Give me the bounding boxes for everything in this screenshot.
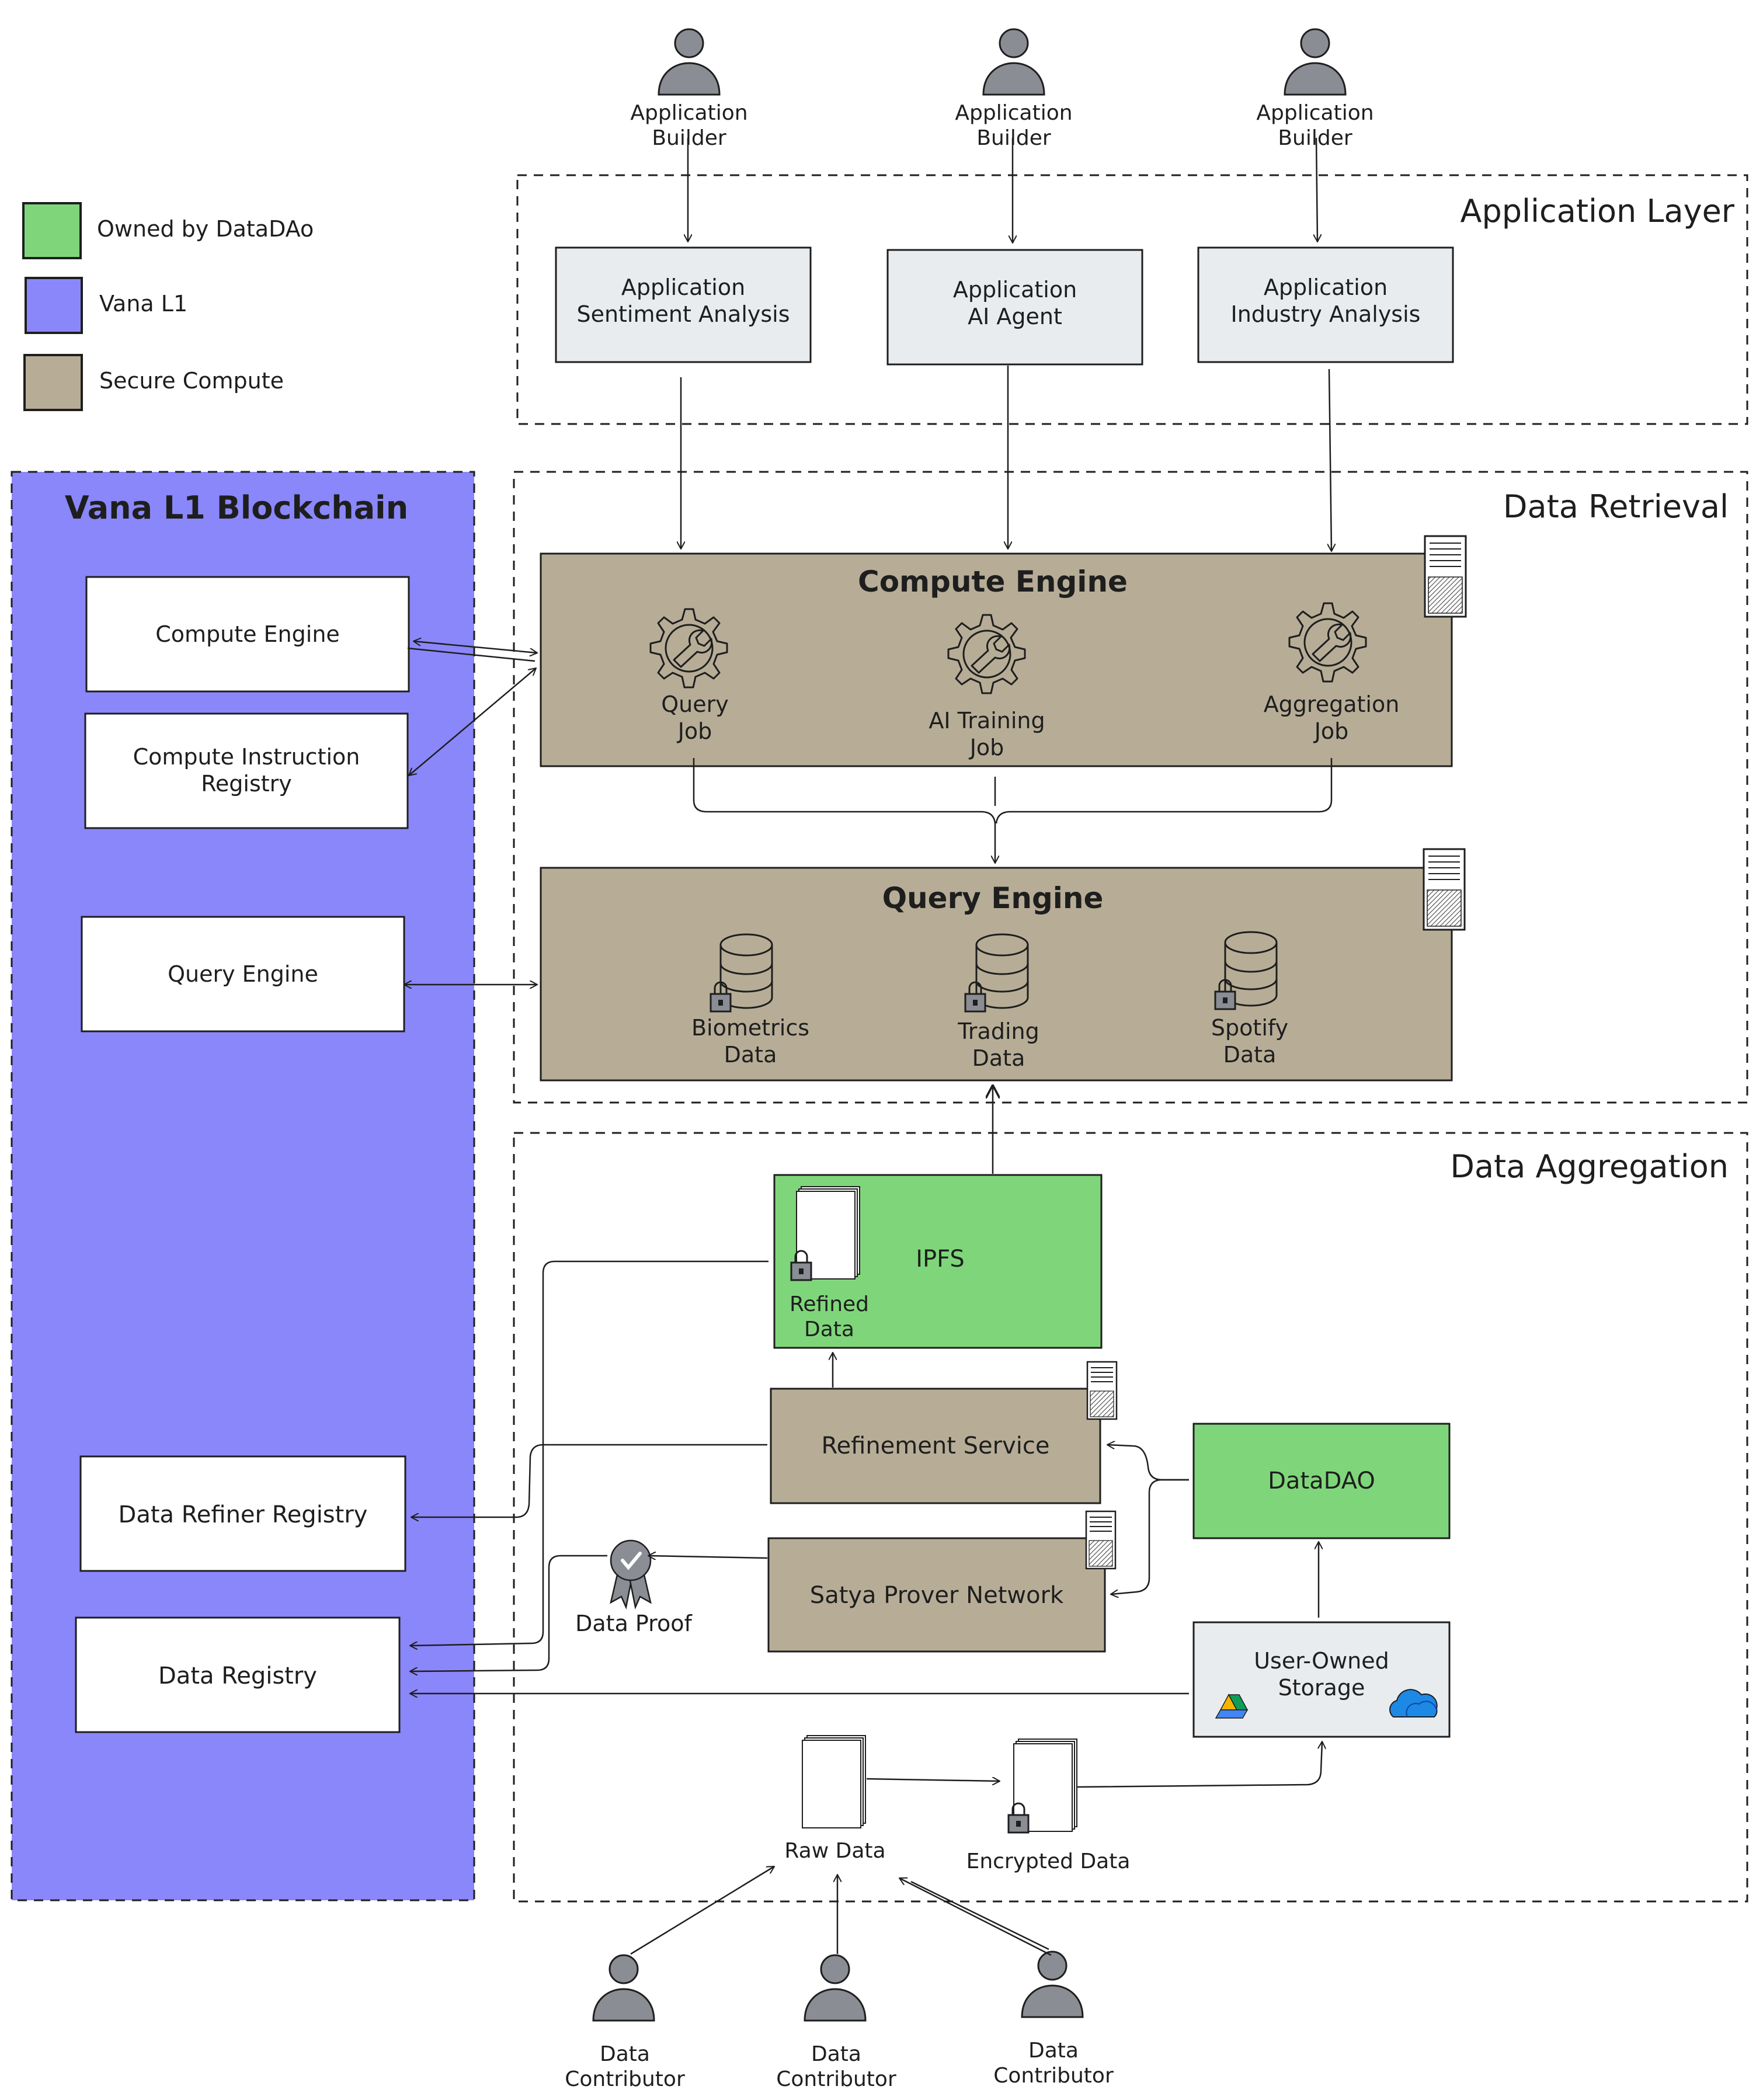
app-ai-agent-label: Application AI Agent (952, 277, 1077, 329)
datadao-label: DataDAO (1268, 1468, 1375, 1494)
contributor-label: Data Contributor (565, 2042, 685, 2092)
builder-label: Application Builder (630, 101, 748, 151)
contributor-label: Data Contributor (993, 2039, 1114, 2088)
application-builder-icon (1284, 28, 1347, 96)
application-layer-container (516, 174, 1748, 425)
ipfs-label: IPFS (916, 1246, 965, 1272)
satya-prover-network-box (767, 1537, 1106, 1653)
vana-data-registry-box (75, 1616, 401, 1733)
server-icon (1424, 535, 1467, 618)
data-aggregation-title: Data Aggregation (1450, 1148, 1729, 1185)
application-layer-title: Application Layer (1460, 193, 1734, 230)
vana-compute-engine-box (85, 576, 410, 693)
contributor-label: Data Contributor (776, 2042, 896, 2092)
data-contributor-icon (804, 1954, 867, 2022)
legend-swatch-secure (23, 354, 83, 411)
app-sentiment-box (555, 246, 812, 363)
refined-data-label: Refined Data (789, 1292, 870, 1342)
builder-label: Application Builder (955, 101, 1073, 151)
app-ai-agent-box (886, 249, 1143, 366)
encrypted-data-label: Encrypted Data (966, 1849, 1131, 1873)
application-builder-icon (658, 28, 721, 96)
legend-swatch-owned (22, 202, 82, 259)
data-contributor-icon (592, 1954, 655, 2022)
vana-data-refiner-registry-label: Data Refiner Registry (118, 1501, 368, 1528)
data-proof-badge-icon (610, 1539, 652, 1610)
app-industry-label: Application Industry Analysis (1230, 274, 1421, 327)
dataset-label: Trading Data (958, 1018, 1039, 1071)
job-label: Aggregation Job (1263, 691, 1400, 744)
server-icon (1086, 1361, 1118, 1420)
legend-label-secure: Secure Compute (99, 368, 284, 394)
job-label: Query Job (661, 691, 729, 744)
app-industry-box (1197, 246, 1454, 363)
job-label: AI Training Job (929, 708, 1045, 760)
vana-query-engine-label: Query Engine (168, 961, 318, 987)
legend-swatch-vana (25, 277, 83, 334)
server-icon (1423, 848, 1466, 931)
dataset-label: Spotify Data (1211, 1015, 1289, 1068)
query-engine-title: Query Engine (882, 881, 1104, 915)
legend-label-vana: Vana L1 (99, 291, 188, 317)
data-retrieval-title: Data Retrieval (1503, 488, 1729, 525)
refinement-service-box (770, 1388, 1101, 1504)
vana-query-engine-box (81, 916, 405, 1032)
data-proof-label: Data Proof (575, 1611, 692, 1636)
vana-compute-instruction-registry-label: Compute Instruction Registry (133, 744, 360, 797)
vana-data-refiner-registry-box (79, 1455, 406, 1572)
compute-engine-box (540, 552, 1453, 767)
vana-data-registry-label: Data Registry (158, 1663, 317, 1689)
connectors (404, 137, 1331, 1956)
vana-compute-instruction-registry-box (84, 712, 409, 829)
vana-compute-engine-label: Compute Engine (155, 621, 340, 647)
raw-data-label: Raw Data (784, 1839, 886, 1863)
compute-engine-title: Compute Engine (858, 565, 1128, 599)
vana-title: Vana L1 Blockchain (64, 489, 409, 526)
app-sentiment-label: Application Sentiment Analysis (576, 274, 790, 327)
data-contributor-icon (1021, 1951, 1084, 2018)
builder-label: Application Builder (1256, 101, 1374, 151)
dataset-label: Biometrics Data (691, 1015, 810, 1068)
google-drive-icon (1215, 1694, 1249, 1719)
application-builder-icon (982, 28, 1045, 96)
cloud-storage-icon (1389, 1689, 1438, 1717)
refinement-service-label: Refinement Service (821, 1433, 1050, 1459)
satya-label: Satya Prover Network (809, 1582, 1064, 1609)
server-icon (1085, 1510, 1117, 1570)
user-storage-label: User-Owned Storage (1254, 1648, 1389, 1701)
raw-data-docs-icon (802, 1735, 866, 1828)
legend-label-owned: Owned by DataDAo (97, 216, 314, 242)
datadao-box (1192, 1423, 1451, 1539)
